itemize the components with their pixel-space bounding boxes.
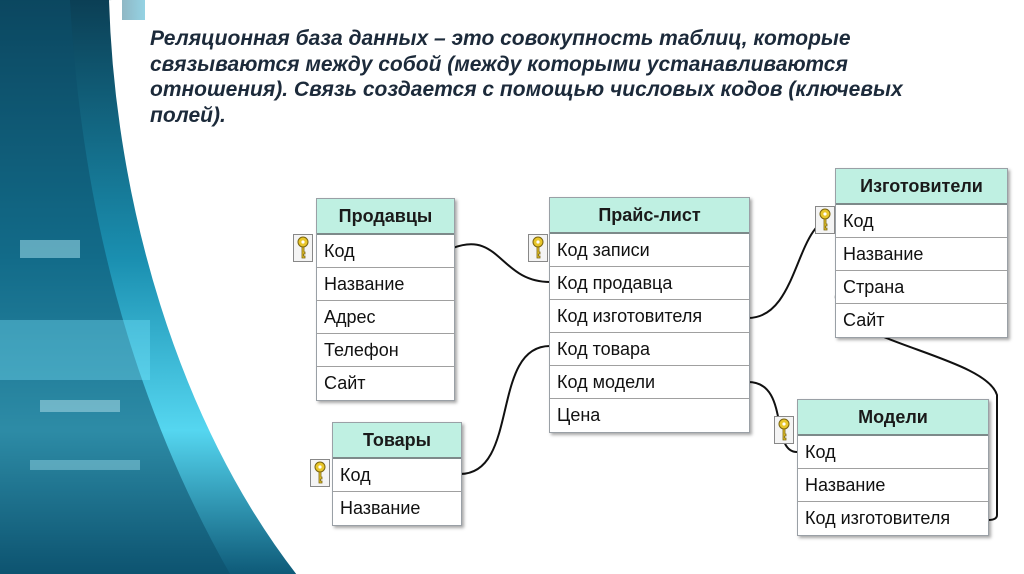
field-goods-name: Название: [340, 498, 421, 518]
key-icon: [528, 234, 548, 262]
link-goods-price: [459, 345, 551, 475]
key-icon: [815, 206, 835, 234]
field-makers-country: Страна: [836, 271, 1007, 304]
field-price-model-code: Код модели: [550, 366, 749, 399]
table-models-title: Модели: [798, 400, 988, 436]
table-makers-title: Изготовители: [836, 169, 1007, 205]
field-makers-site: Сайт: [843, 310, 885, 330]
table-models: Модели Код Название Код изготовителя: [797, 399, 989, 536]
field-sellers-phone: Телефон: [317, 334, 454, 367]
key-icon: [293, 234, 313, 262]
field-sellers-address: Адрес: [317, 301, 454, 334]
table-goods: Товары Код Название: [332, 422, 462, 526]
key-icon: [310, 459, 330, 487]
link-seller-price: [452, 243, 551, 283]
field-price-goods-code: Код товара: [550, 333, 749, 366]
field-models-name: Название: [798, 469, 988, 502]
table-goods-title: Товары: [333, 423, 461, 459]
table-sellers-title: Продавцы: [317, 199, 454, 235]
table-sellers: Продавцы Код Название Адрес Телефон Сайт: [316, 198, 455, 401]
table-price-list-title: Прайс-лист: [550, 198, 749, 234]
field-goods-code: Код: [333, 459, 461, 492]
page-heading: Реляционная база данных – это совокупнос…: [150, 27, 903, 127]
field-sellers-code: Код: [317, 235, 454, 268]
field-makers-code: Код: [836, 205, 1007, 238]
field-price-price: Цена: [557, 405, 601, 425]
field-models-maker-code: Код изготовителя: [805, 508, 951, 528]
field-makers-name: Название: [836, 238, 1007, 271]
field-sellers-site: Сайт: [324, 373, 366, 393]
table-makers: Изготовители Код Название Страна Сайт: [835, 168, 1008, 338]
field-price-record-code: Код записи: [550, 234, 749, 267]
field-sellers-name: Название: [317, 268, 454, 301]
field-price-maker-code: Код изготовителя: [550, 300, 749, 333]
field-models-code: Код: [798, 436, 988, 469]
key-icon: [774, 416, 794, 444]
table-price-list: Прайс-лист Код записи Код продавца Код и…: [549, 197, 750, 433]
field-price-seller-code: Код продавца: [550, 267, 749, 300]
